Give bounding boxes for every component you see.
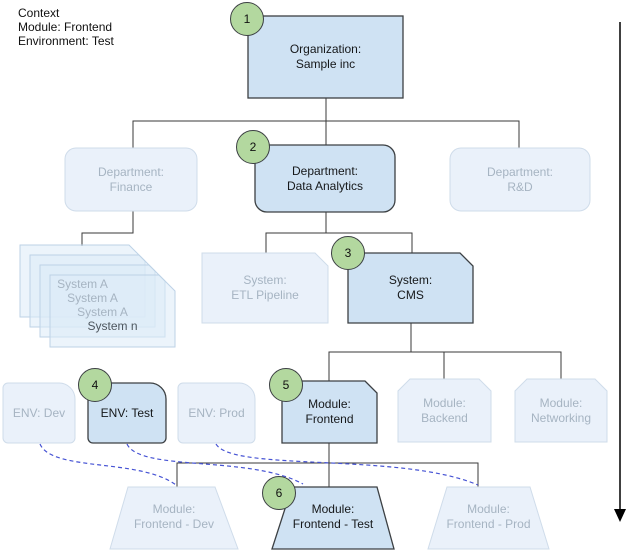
connector-finance-systems: [81, 211, 134, 246]
deploy-test-shape: [271, 486, 395, 550]
dashed-link-test: [126, 443, 304, 485]
step-badge-1-number: 1: [243, 12, 251, 26]
step-badge-6-number: 6: [275, 486, 283, 500]
step-badge-2: 2: [236, 130, 270, 164]
step-badge-4: 4: [78, 368, 112, 402]
connector-cms-modules: [328, 323, 562, 381]
org-node-shape: [247, 15, 404, 99]
step-badge-2-number: 2: [249, 140, 257, 154]
step-badge-5-number: 5: [282, 378, 290, 392]
step-badge-6: 6: [262, 476, 296, 510]
context-legend: Context Module: Frontend Environment: Te…: [18, 6, 114, 48]
dashed-link-prod: [215, 443, 479, 486]
dept-analytics-shape: [254, 144, 396, 213]
context-module: Module: Frontend: [18, 20, 113, 34]
step-badge-4-number: 4: [91, 378, 99, 392]
env-prod-shape: [177, 382, 256, 444]
flow-arrow-head: [614, 509, 626, 522]
context-environment: Environment: Test: [18, 34, 114, 48]
dashed-link-dev: [39, 443, 177, 486]
step-badge-3: 3: [331, 236, 365, 270]
connector-analytics-systems: [265, 212, 413, 253]
dept-rnd-shape: [449, 147, 591, 212]
deploy-dev-shape: [109, 486, 239, 550]
dept-finance-shape: [64, 147, 198, 212]
env-dev-shape: [2, 382, 76, 444]
context-title: Context: [18, 6, 60, 20]
module-backend-shape: [397, 378, 492, 443]
system-etl-shape: [201, 252, 329, 324]
step-badge-3-number: 3: [344, 246, 352, 260]
deploy-prod-shape: [427, 486, 550, 550]
system-stack-card-4: [49, 274, 176, 348]
step-badge-1: 1: [230, 2, 264, 36]
connector-org-departments: [132, 98, 520, 148]
step-badge-5: 5: [269, 368, 303, 402]
module-networking-shape: [514, 378, 608, 443]
system-cms-shape: [347, 252, 474, 324]
